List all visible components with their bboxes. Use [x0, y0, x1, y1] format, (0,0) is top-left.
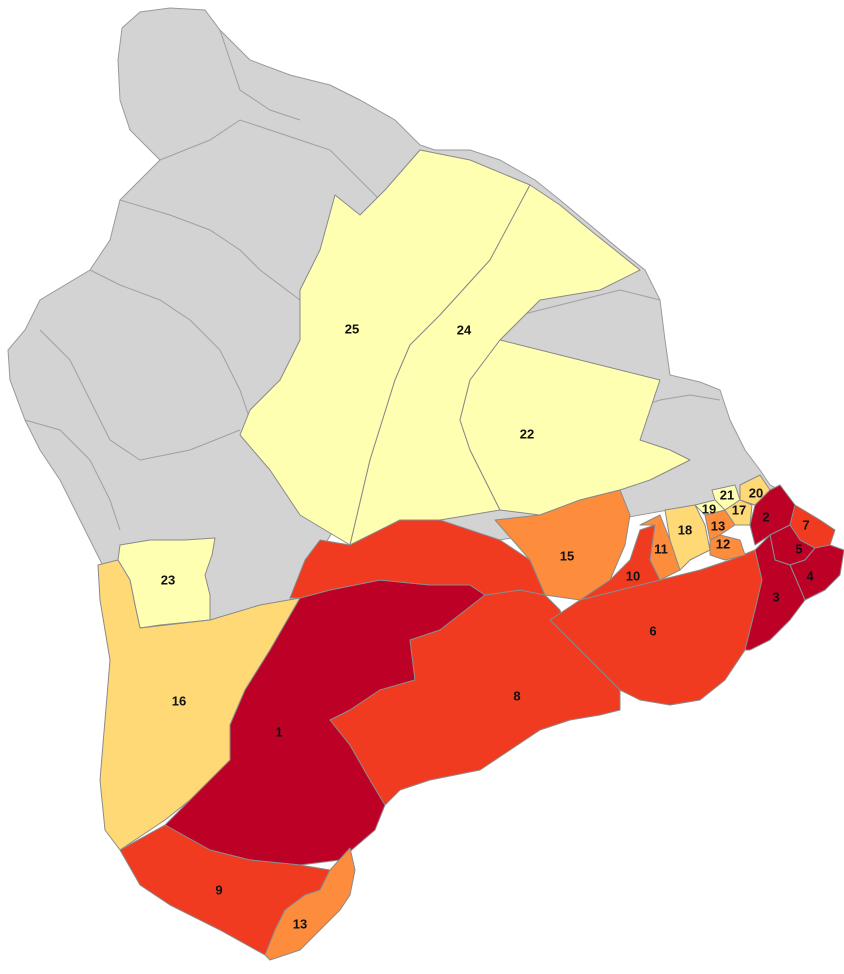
base-district-line — [159, 119, 381, 201]
district-label: 22 — [520, 426, 534, 441]
district-label: 19 — [702, 501, 716, 516]
district-label: 25 — [345, 321, 359, 336]
district-13-south[interactable] — [264, 847, 356, 961]
district-label: 13 — [293, 916, 307, 931]
district-label: 16 — [172, 693, 186, 708]
district-17[interactable] — [724, 499, 753, 526]
district-15[interactable] — [494, 489, 631, 601]
district-label: 21 — [720, 487, 734, 502]
district-label: 6 — [649, 623, 656, 638]
base-district-line — [39, 329, 241, 461]
district-label: 15 — [560, 548, 574, 563]
district-label: 13 — [711, 518, 725, 533]
district-label: 17 — [732, 502, 746, 517]
district-label: 20 — [749, 485, 763, 500]
district-label: 1 — [275, 724, 282, 739]
district-label: 18 — [678, 522, 692, 537]
district-label: 11 — [654, 541, 668, 556]
district-3[interactable] — [744, 534, 806, 651]
district-18[interactable] — [664, 504, 711, 571]
district-label: 12 — [716, 536, 730, 551]
district-label: 7 — [802, 517, 809, 532]
district-label: 9 — [215, 882, 222, 897]
district-12[interactable] — [709, 534, 746, 561]
district-label: 10 — [626, 568, 640, 583]
base-district-line — [219, 29, 301, 121]
district-label: 4 — [806, 568, 814, 583]
base-district-line — [89, 269, 251, 421]
district-22[interactable] — [459, 339, 691, 516]
district-label: 24 — [457, 322, 472, 337]
base-district-line — [24, 419, 121, 531]
district-label: 8 — [513, 688, 520, 703]
district-label: 2 — [762, 509, 769, 524]
district-4[interactable] — [789, 544, 844, 601]
district-label: 5 — [795, 541, 802, 556]
district-11[interactable] — [639, 514, 681, 581]
district-label: 23 — [161, 572, 175, 587]
district-label: 3 — [772, 589, 779, 604]
